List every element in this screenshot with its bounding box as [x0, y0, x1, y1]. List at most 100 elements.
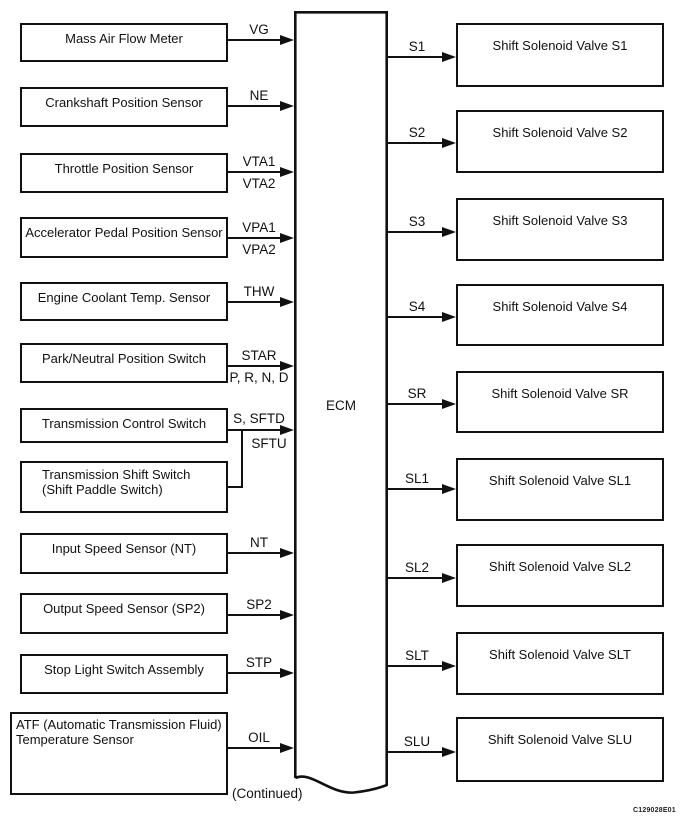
arrowhead-ne — [280, 101, 294, 111]
continued-note: (Continued) — [232, 786, 303, 801]
output-box-label: Shift Solenoid Valve S1 — [492, 38, 628, 53]
wire-star — [228, 365, 282, 367]
input-box-label: Mass Air Flow Meter — [65, 31, 183, 46]
signal-label-s4: S4 — [408, 299, 426, 314]
signal-label-sl1: SL1 — [404, 471, 430, 486]
arrowhead-sp2 — [280, 610, 294, 620]
signal-label-sp2: SP2 — [246, 597, 272, 612]
input-box-label: Engine Coolant Temp. Sensor — [37, 290, 211, 305]
signal-label-vta2: VTA2 — [242, 176, 276, 191]
input-box-label: Transmission Control Switch — [41, 416, 207, 431]
input-box-label: ATF (Automatic Transmission Fluid) Tempe… — [16, 717, 222, 747]
arrowhead-s2 — [442, 138, 456, 148]
arrowhead-star — [280, 361, 294, 371]
input-box-mass-air-flow-meter: Mass Air Flow Meter — [20, 23, 228, 62]
input-box-throttle-position-sensor: Throttle Position Sensor — [20, 153, 228, 193]
wire-sr — [387, 403, 444, 405]
signal-label-s-sftd: S, SFTD — [233, 411, 285, 426]
wire-thw — [228, 301, 282, 303]
input-box-label: Input Speed Sensor (NT) — [51, 541, 197, 556]
arrowhead-sl1 — [442, 484, 456, 494]
input-box-transmission-control-switch: Transmission Control Switch — [20, 408, 228, 443]
signal-label-sftu: SFTU — [251, 436, 287, 451]
output-box-shift-solenoid-valve-s4: Shift Solenoid Valve S4 — [456, 284, 664, 346]
signal-label-s3: S3 — [408, 214, 426, 229]
wire-sp2 — [228, 614, 282, 616]
output-box-label: Shift Solenoid Valve SL1 — [488, 473, 632, 488]
wire-s2 — [387, 142, 444, 144]
output-box-shift-solenoid-valve-slu: Shift Solenoid Valve SLU — [456, 717, 664, 782]
wire-slt — [387, 665, 444, 667]
input-box-label: Crankshaft Position Sensor — [45, 95, 203, 110]
input-box-crankshaft-position-sensor: Crankshaft Position Sensor — [20, 87, 228, 127]
arrowhead-vg — [280, 35, 294, 45]
output-box-label: Shift Solenoid Valve SLT — [489, 647, 631, 662]
arrowhead-nt — [280, 548, 294, 558]
output-box-label: Shift Solenoid Valve S3 — [492, 213, 628, 228]
output-box-shift-solenoid-valve-sl1: Shift Solenoid Valve SL1 — [456, 458, 664, 521]
signal-label-prnd: P, R, N, D — [229, 370, 289, 385]
arrowhead-s4 — [442, 312, 456, 322]
signal-label-s1: S1 — [408, 39, 426, 54]
input-box-accelerator-pedal-position-sensor: Accelerator Pedal Position Sensor — [20, 217, 228, 258]
output-box-label: Shift Solenoid Valve SL2 — [488, 559, 632, 574]
wire-stp — [228, 672, 282, 674]
arrowhead-vta — [280, 167, 294, 177]
wire-sl2 — [387, 577, 444, 579]
input-box-label: Throttle Position Sensor — [54, 161, 194, 176]
input-box-label: Stop Light Switch Assembly — [44, 662, 204, 677]
ecm-label: ECM — [326, 398, 356, 413]
signal-label-s2: S2 — [408, 125, 426, 140]
signal-label-vpa1: VPA1 — [242, 220, 276, 235]
output-box-label: Shift Solenoid Valve S4 — [492, 299, 628, 314]
output-box-shift-solenoid-valve-sl2: Shift Solenoid Valve SL2 — [456, 544, 664, 607]
output-box-shift-solenoid-valve-slt: Shift Solenoid Valve SLT — [456, 632, 664, 695]
wire-vta — [228, 171, 282, 173]
signal-label-slu: SLU — [403, 734, 431, 749]
signal-label-oil: OIL — [248, 730, 270, 745]
input-box-input-speed-sensor: Input Speed Sensor (NT) — [20, 533, 228, 574]
signal-label-thw: THW — [243, 284, 275, 299]
output-box-shift-solenoid-valve-s2: Shift Solenoid Valve S2 — [456, 110, 664, 173]
input-box-label: Transmission Shift Switch (Shift Paddle … — [42, 467, 191, 497]
input-box-stop-light-switch-assembly: Stop Light Switch Assembly — [20, 654, 228, 694]
sftu-elbow-connector — [228, 430, 243, 488]
input-box-output-speed-sensor: Output Speed Sensor (SP2) — [20, 593, 228, 634]
input-box-label: Output Speed Sensor (SP2) — [43, 601, 205, 616]
wire-ne — [228, 105, 282, 107]
figure-code: C129028E01 — [633, 807, 676, 814]
wire-s3 — [387, 231, 444, 233]
signal-label-vta1: VTA1 — [242, 154, 276, 169]
signal-label-sr: SR — [407, 386, 427, 401]
wire-s-sftd — [228, 429, 282, 431]
input-box-park-neutral-position-switch: Park/Neutral Position Switch — [20, 343, 228, 383]
signal-label-star: STAR — [241, 348, 277, 363]
signal-label-slt: SLT — [405, 648, 429, 663]
signal-label-nt: NT — [250, 535, 268, 550]
wire-slu — [387, 751, 444, 753]
output-box-shift-solenoid-valve-s1: Shift Solenoid Valve S1 — [456, 23, 664, 87]
wire-vpa — [228, 237, 282, 239]
wire-s1 — [387, 56, 444, 58]
wire-nt — [228, 552, 282, 554]
arrowhead-sl2 — [442, 573, 456, 583]
wire-vg — [228, 39, 282, 41]
arrowhead-oil — [280, 743, 294, 753]
arrowhead-thw — [280, 297, 294, 307]
signal-label-sl2: SL2 — [404, 560, 430, 575]
arrowhead-s-sftd — [280, 425, 294, 435]
input-box-label: Accelerator Pedal Position Sensor — [25, 225, 223, 240]
arrowhead-s1 — [442, 52, 456, 62]
input-box-transmission-shift-switch: Transmission Shift Switch (Shift Paddle … — [20, 461, 228, 513]
arrowhead-slu — [442, 747, 456, 757]
signal-label-stp: STP — [245, 655, 273, 670]
output-box-label: Shift Solenoid Valve SR — [491, 386, 629, 401]
output-box-label: Shift Solenoid Valve SLU — [487, 732, 633, 747]
input-box-atf-temperature-sensor: ATF (Automatic Transmission Fluid) Tempe… — [10, 712, 228, 795]
arrowhead-vpa — [280, 233, 294, 243]
signal-label-vg: VG — [249, 22, 269, 37]
ecm-box-shape — [294, 11, 388, 794]
wire-s4 — [387, 316, 444, 318]
